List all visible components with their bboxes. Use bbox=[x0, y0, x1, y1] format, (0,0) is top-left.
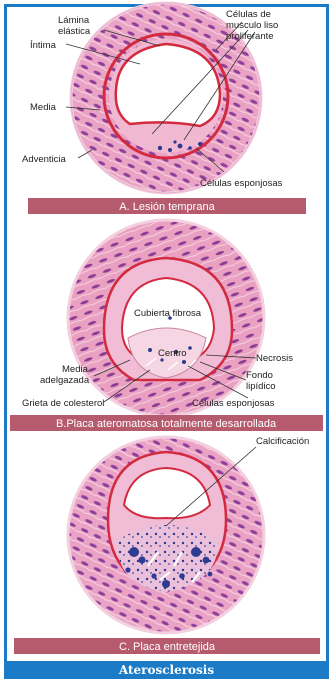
label-fondo-2: lipídico bbox=[246, 381, 276, 392]
label-intima: Íntima bbox=[30, 40, 57, 51]
label-grieta: Grieta de colesterol bbox=[22, 398, 104, 409]
label-media-b-1: Media bbox=[62, 364, 89, 375]
label-necrosis: Necrosis bbox=[256, 353, 293, 364]
label-celulas-3: proliferante bbox=[226, 31, 274, 42]
footer-title: Aterosclerosis bbox=[7, 661, 326, 679]
label-centro: Centro bbox=[158, 348, 187, 359]
caption-b: B.Placa ateromatosa totalmente desarroll… bbox=[56, 418, 277, 430]
label-lamina: Lámina bbox=[58, 15, 90, 26]
label-cubierta: Cubierta fibrosa bbox=[134, 308, 202, 319]
label-media-b-2: adelgazada bbox=[40, 375, 90, 386]
label-adventicia: Adventicia bbox=[22, 154, 67, 165]
panel-c-artery bbox=[68, 437, 264, 633]
label-fondo-1: Fondo bbox=[246, 370, 273, 381]
label-calcificacion: Calcificación bbox=[256, 436, 309, 447]
label-esponjosas-a: Células esponjosas bbox=[200, 178, 283, 189]
label-elastica: elástica bbox=[58, 26, 91, 37]
caption-a: A. Lesión temprana bbox=[119, 201, 215, 213]
caption-c: C. Placa entretejida bbox=[119, 641, 216, 653]
label-esponjosas-b: Células esponjosas bbox=[192, 398, 275, 409]
label-celulas-2: musculo liso bbox=[226, 20, 278, 31]
label-media: Media bbox=[30, 102, 57, 113]
label-celulas-1: Células de bbox=[226, 9, 271, 20]
